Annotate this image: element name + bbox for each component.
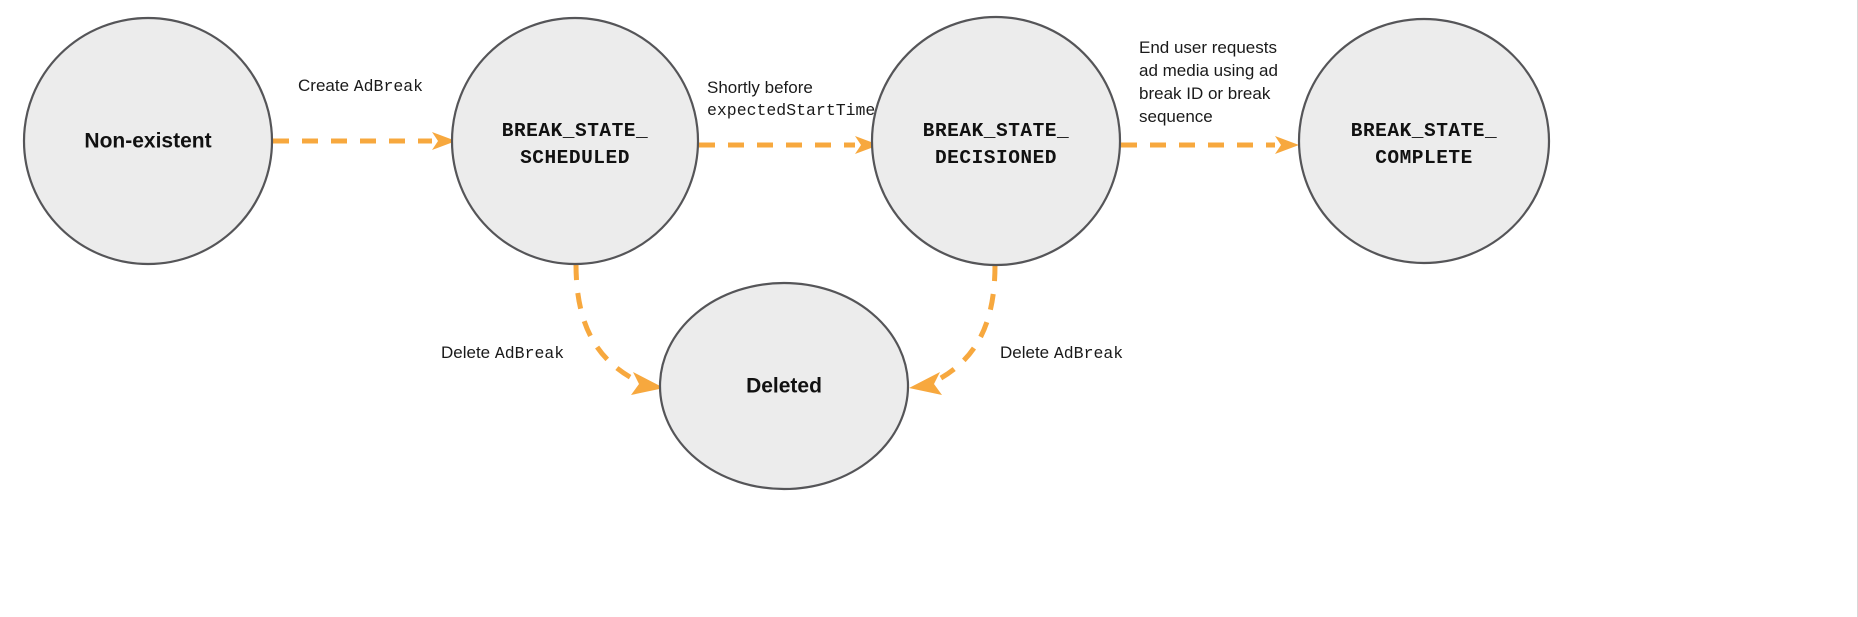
node-break-state-decisioned-shape[interactable] <box>870 15 1122 267</box>
edge-decisioned-to-deleted <box>909 264 998 395</box>
node-break-state-complete[interactable]: BREAK_STATE_ COMPLETE <box>1297 17 1551 265</box>
node-break-state-scheduled[interactable]: BREAK_STATE_ SCHEDULED <box>450 16 700 266</box>
edge-decisioned-to-complete <box>1121 136 1299 154</box>
node-break-state-scheduled-shape[interactable] <box>450 16 700 266</box>
node-break-state-scheduled-label-line1: BREAK_STATE_ <box>502 120 648 142</box>
node-non-existent-label: Non-existent <box>84 130 211 153</box>
node-break-state-complete-shape[interactable] <box>1297 17 1551 265</box>
edge-label-create-adbreak: Create AdBreak <box>298 74 423 98</box>
node-deleted[interactable]: Deleted <box>658 281 910 491</box>
edge-label-decisioned-to-complete-line3: break ID or break <box>1139 84 1271 103</box>
edge-scheduled-to-decisioned <box>699 136 879 154</box>
edge-label-decisioned-to-complete: End user requests ad media using ad brea… <box>1139 36 1278 128</box>
edge-create-adbreak <box>273 132 456 150</box>
node-break-state-decisioned-label-line1: BREAK_STATE_ <box>923 120 1069 142</box>
edge-label-create-adbreak-word2: AdBreak <box>353 77 424 96</box>
edge-label-decisioned-to-deleted-word2: AdBreak <box>1053 344 1124 363</box>
node-break-state-scheduled-label-line2: SCHEDULED <box>520 147 630 169</box>
node-non-existent-shape[interactable] <box>22 16 274 266</box>
node-deleted-label: Deleted <box>746 375 822 398</box>
node-break-state-complete-label-line2: COMPLETE <box>1375 147 1473 169</box>
node-non-existent[interactable]: Non-existent <box>22 16 274 266</box>
edge-label-decisioned-to-complete-line2: ad media using ad <box>1139 61 1278 80</box>
edge-label-scheduled-to-deleted-word1: Delete <box>441 343 495 362</box>
edge-scheduled-to-deleted <box>573 263 664 395</box>
edge-label-decisioned-to-complete-line4: sequence <box>1139 107 1213 126</box>
node-break-state-decisioned-label-line2: DECISIONED <box>935 147 1057 169</box>
edge-label-scheduled-to-decisioned: Shortly before expectedStartTime <box>707 76 875 122</box>
edge-label-scheduled-to-deleted-word2: AdBreak <box>494 344 565 363</box>
node-break-state-complete-label-line1: BREAK_STATE_ <box>1351 120 1497 142</box>
node-break-state-decisioned[interactable]: BREAK_STATE_ DECISIONED <box>870 15 1122 267</box>
edge-label-create-adbreak-word1: Create <box>298 76 354 95</box>
edge-label-scheduled-to-deleted: Delete AdBreak <box>441 341 564 365</box>
edge-label-scheduled-to-decisioned-line2: expectedStartTime <box>707 101 876 120</box>
edge-label-scheduled-to-decisioned-line1: Shortly before <box>707 78 813 97</box>
edge-label-decisioned-to-deleted-word1: Delete <box>1000 343 1054 362</box>
edge-label-decisioned-to-complete-line1: End user requests <box>1139 38 1277 57</box>
node-deleted-shape[interactable] <box>658 281 910 491</box>
edge-label-decisioned-to-deleted: Delete AdBreak <box>1000 341 1123 365</box>
